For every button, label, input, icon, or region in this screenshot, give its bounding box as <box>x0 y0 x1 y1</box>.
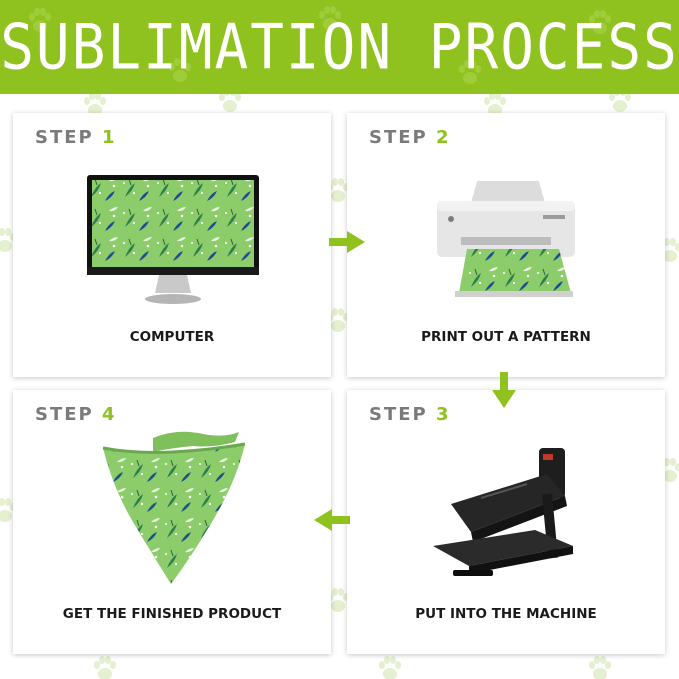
monitor-icon <box>87 175 259 304</box>
arrow-down-icon <box>492 372 516 408</box>
page-title: SUBLIMATION PROCESS <box>0 10 679 84</box>
step-caption: COMPUTER <box>129 329 215 345</box>
heat-press-icon <box>433 448 573 576</box>
step-caption: PRINT OUT A PATTERN <box>421 329 591 345</box>
step-card-4: STEP 4 GET THE FINISHED PRODUCT <box>13 390 331 654</box>
bandana-icon <box>102 431 246 584</box>
step-label: STEP 3 <box>369 404 451 425</box>
step-caption: GET THE FINISHED PRODUCT <box>62 606 282 622</box>
step-label: STEP 4 <box>35 404 117 425</box>
step-card-3: STEP 3 PUT INTO THE MACHINE <box>347 390 665 654</box>
header-banner: SUBLIMATION PROCESS <box>0 0 679 94</box>
step-label: STEP 2 <box>369 127 451 148</box>
arrow-left-icon <box>314 509 350 531</box>
printer-icon <box>437 181 575 297</box>
arrow-right-icon <box>329 231 365 253</box>
step-card-1: STEP 1 COMPUTER <box>13 113 331 377</box>
step-card-2: STEP 2 PRINT OUT A PATTERN <box>347 113 665 377</box>
step-label: STEP 1 <box>35 127 117 148</box>
step-caption: PUT INTO THE MACHINE <box>415 606 597 622</box>
